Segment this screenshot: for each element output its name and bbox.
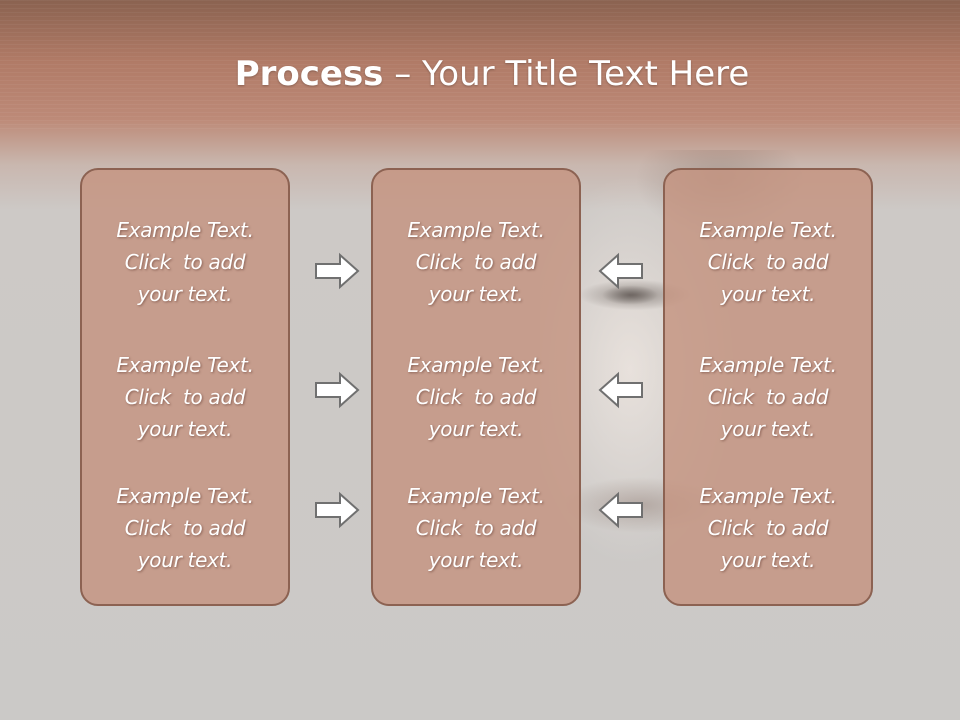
- text-line: your text.: [720, 417, 816, 441]
- text-line: Click to add: [124, 516, 246, 540]
- text-line: Click to add: [124, 385, 246, 409]
- text-line: Click to add: [707, 385, 829, 409]
- text-placeholder[interactable]: Example Text. Click to add your text.: [665, 349, 871, 445]
- arrow-left-icon[interactable]: [598, 371, 644, 409]
- text-line: Example Text.: [116, 484, 254, 508]
- process-box-left[interactable]: Example Text. Click to add your text. Ex…: [80, 168, 290, 606]
- process-box-middle[interactable]: Example Text. Click to add your text. Ex…: [371, 168, 581, 606]
- text-placeholder[interactable]: Example Text. Click to add your text.: [373, 214, 579, 310]
- title-rest: – Your Title Text Here: [383, 54, 750, 94]
- arrow-left-icon[interactable]: [598, 252, 644, 290]
- text-line: Click to add: [415, 516, 537, 540]
- text-placeholder[interactable]: Example Text. Click to add your text.: [373, 480, 579, 576]
- text-line: Example Text.: [699, 353, 837, 377]
- text-placeholder[interactable]: Example Text. Click to add your text.: [373, 349, 579, 445]
- text-line: your text.: [137, 417, 233, 441]
- text-line: Example Text.: [407, 353, 545, 377]
- process-box-right[interactable]: Example Text. Click to add your text. Ex…: [663, 168, 873, 606]
- text-placeholder[interactable]: Example Text. Click to add your text.: [82, 480, 288, 576]
- title-bold: Process: [234, 54, 384, 94]
- text-line: Example Text.: [116, 218, 254, 242]
- text-line: Example Text.: [699, 218, 837, 242]
- text-line: Click to add: [707, 516, 829, 540]
- text-line: your text.: [428, 548, 524, 572]
- text-placeholder[interactable]: Example Text. Click to add your text.: [82, 214, 288, 310]
- text-line: your text.: [720, 548, 816, 572]
- slide-title[interactable]: Process – Your Title Text Here: [0, 52, 960, 96]
- text-line: your text.: [428, 282, 524, 306]
- text-line: Example Text.: [699, 484, 837, 508]
- text-line: Example Text.: [116, 353, 254, 377]
- text-line: your text.: [137, 548, 233, 572]
- text-line: Example Text.: [407, 484, 545, 508]
- arrow-left-icon[interactable]: [598, 491, 644, 529]
- text-line: Click to add: [707, 250, 829, 274]
- text-line: Click to add: [415, 250, 537, 274]
- text-placeholder[interactable]: Example Text. Click to add your text.: [82, 349, 288, 445]
- arrow-right-icon[interactable]: [314, 371, 360, 409]
- text-line: your text.: [428, 417, 524, 441]
- arrow-right-icon[interactable]: [314, 491, 360, 529]
- text-line: your text.: [720, 282, 816, 306]
- text-placeholder[interactable]: Example Text. Click to add your text.: [665, 480, 871, 576]
- text-line: Click to add: [415, 385, 537, 409]
- text-line: Click to add: [124, 250, 246, 274]
- title-banner: [0, 0, 960, 130]
- arrow-right-icon[interactable]: [314, 252, 360, 290]
- text-line: Example Text.: [407, 218, 545, 242]
- text-line: your text.: [137, 282, 233, 306]
- text-placeholder[interactable]: Example Text. Click to add your text.: [665, 214, 871, 310]
